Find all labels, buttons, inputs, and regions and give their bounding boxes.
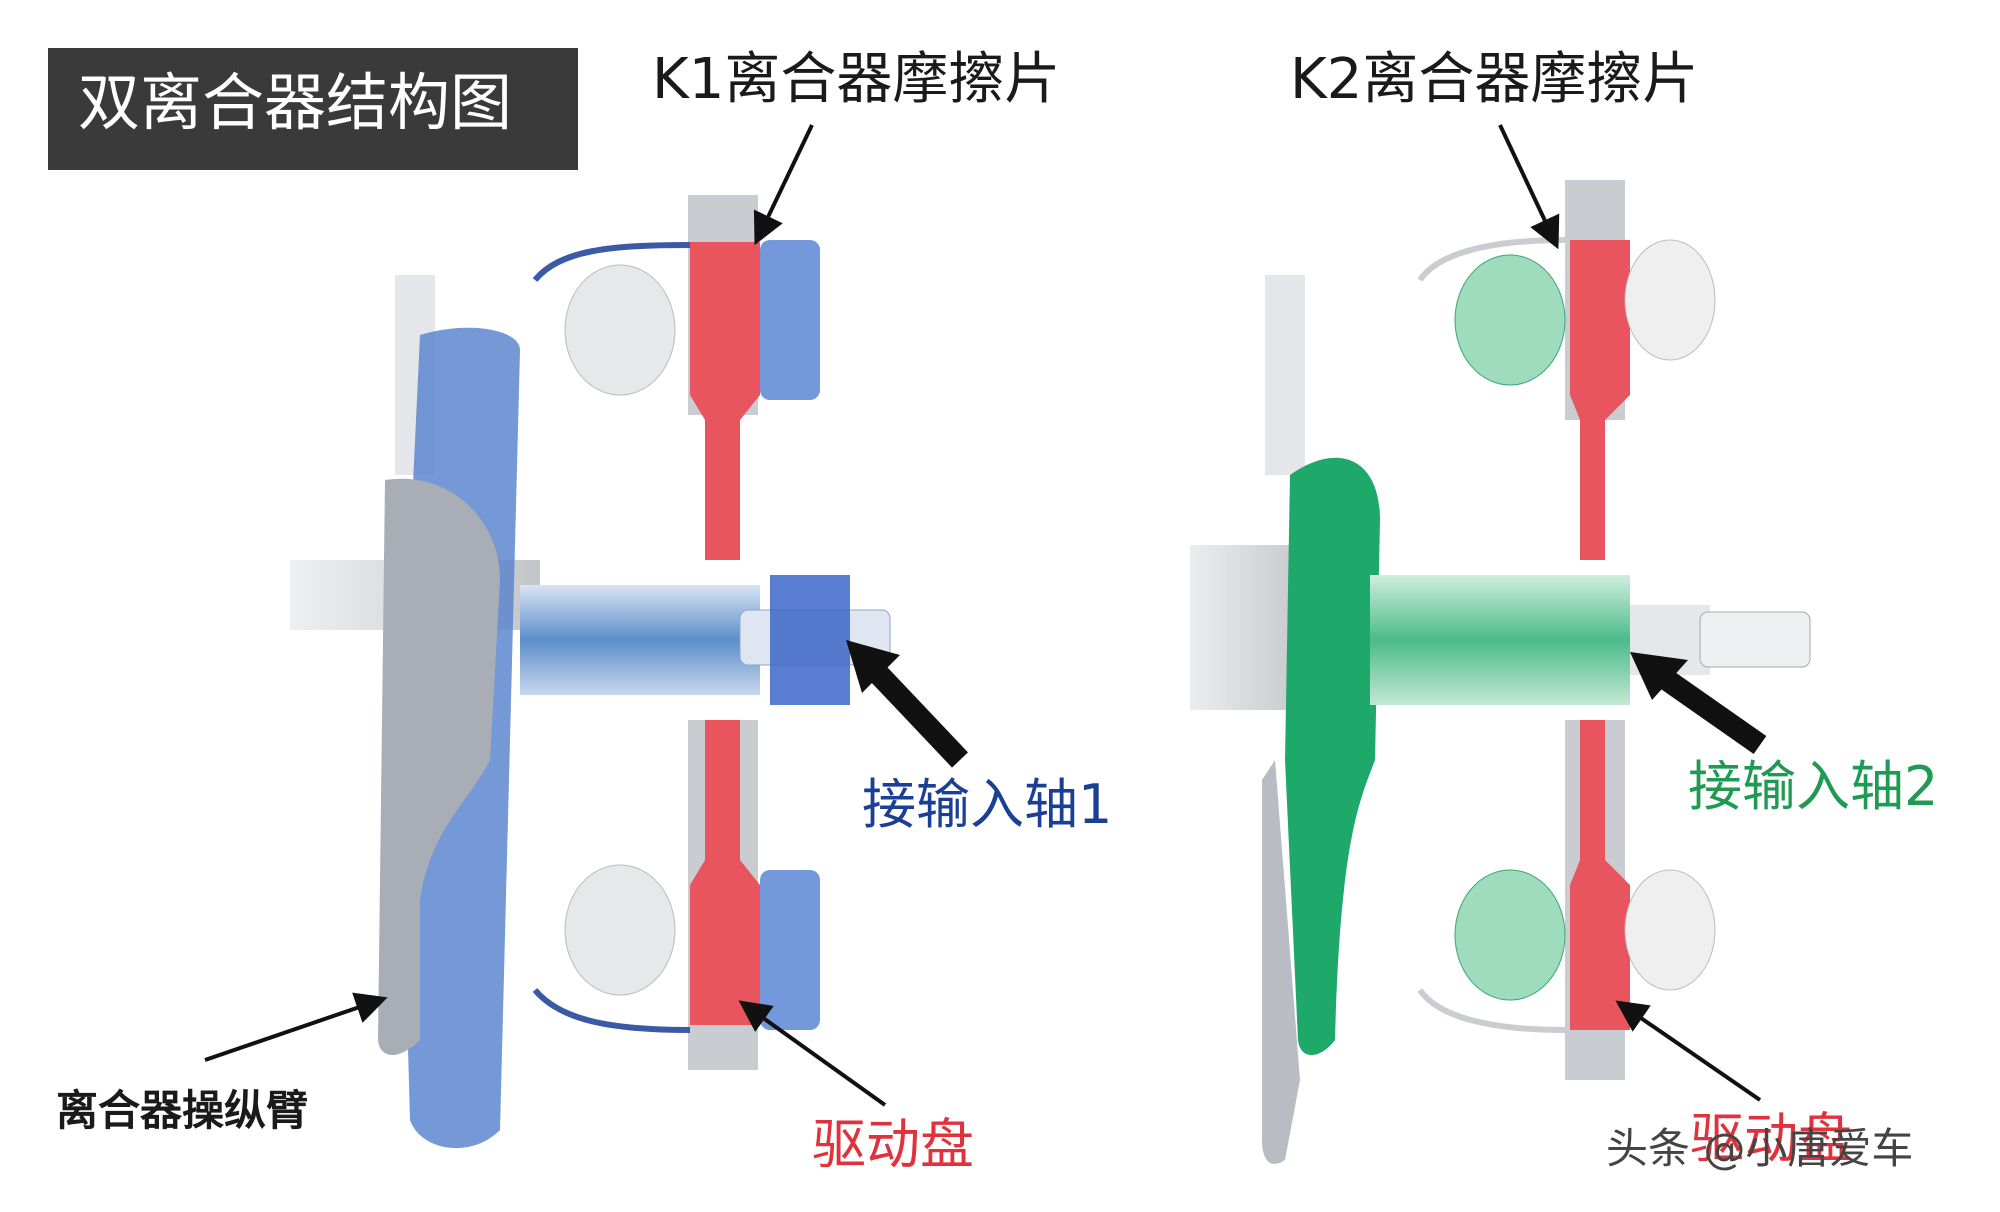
arrow-input2 — [1653, 665, 1767, 755]
k2-friction-label: K2离合器摩擦片 — [1290, 47, 1699, 112]
input-shaft-2-label: 接输入轴2 — [1688, 755, 1939, 818]
cover-line — [532, 242, 691, 1033]
friction-k1-top — [690, 242, 760, 560]
piston-top-right — [1454, 254, 1566, 386]
arrow-lever — [204, 992, 388, 1062]
spring-top — [564, 264, 676, 396]
arrow-input2-head — [1630, 652, 1688, 700]
arrow-k1 — [753, 124, 814, 246]
arrow-input1 — [862, 657, 968, 768]
shaft-tip-right — [1699, 611, 1811, 668]
spring-top-right — [1624, 239, 1716, 361]
pressure-bottom — [760, 870, 820, 1030]
k2-assembly — [1190, 180, 1811, 1164]
friction-k2-top — [1570, 240, 1630, 560]
drive-plate-2-label: 驱动盘 — [1690, 1107, 1852, 1170]
arrow-input1-head — [846, 640, 900, 693]
pressure-top — [760, 240, 820, 400]
arrow-k2 — [1498, 124, 1560, 250]
piston-bottom-right — [1454, 869, 1566, 1001]
hub — [770, 575, 850, 705]
k1-friction-label: K1离合器摩擦片 — [652, 47, 1061, 112]
spring-bottom-right — [1624, 869, 1716, 991]
housing-plate-right — [1265, 275, 1305, 475]
outer-shaft — [1370, 575, 1630, 705]
diagram-title: 双离合器结构图 — [78, 66, 513, 139]
drive-plate-1-label: 驱动盘 — [812, 1113, 974, 1176]
lever-green — [1285, 457, 1380, 1055]
lever-grey-right — [1262, 760, 1300, 1164]
friction-k1-bottom — [690, 720, 760, 1025]
inner-shaft — [520, 585, 760, 695]
watermark: 头条 @小唐爱车 — [1606, 1124, 1914, 1173]
title-banner — [48, 48, 578, 170]
lever-grey — [378, 478, 500, 1055]
spring-bottom — [564, 864, 676, 996]
friction-k2-bottom — [1570, 720, 1630, 1030]
arrow-drive1 — [738, 1000, 887, 1107]
arrow-drive2 — [1615, 1000, 1762, 1102]
k1-assembly — [290, 195, 891, 1149]
input-shaft-1-label: 接输入轴1 — [862, 773, 1113, 836]
clutch-lever-label: 离合器操纵臂 — [56, 1086, 309, 1135]
callout-arrows — [204, 124, 1767, 1107]
